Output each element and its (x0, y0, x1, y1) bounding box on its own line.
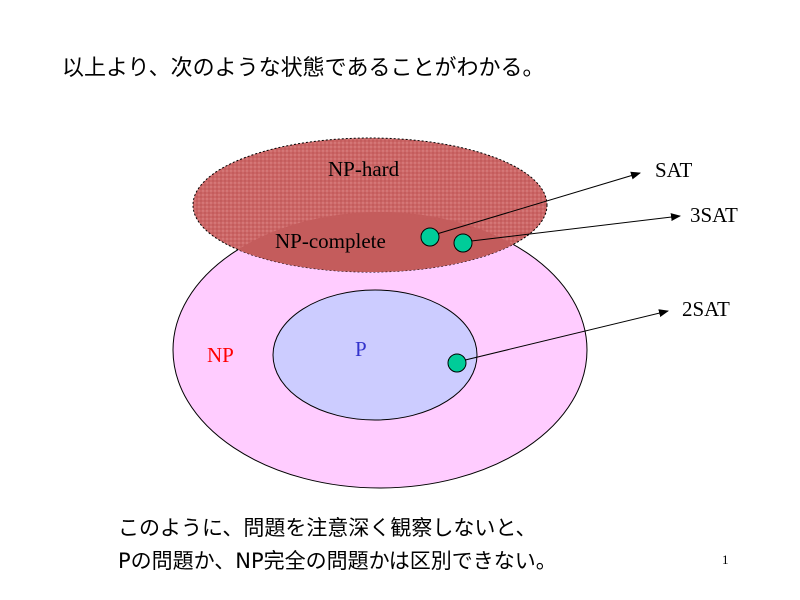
caption-line-2: Pの問題か、NP完全の問題かは区別できない。 (118, 549, 557, 573)
np-complete-label: NP-complete (275, 229, 386, 253)
slide-caption: このように、問題を注意深く観察しないと、 Pの問題か、NP完全の問題かは区別でき… (118, 512, 557, 578)
3sat-label: 3SAT (690, 203, 738, 227)
page-number: 1 (722, 552, 729, 567)
2sat-arrow (456, 309, 669, 363)
2sat-point (447, 353, 467, 373)
np-hard-label: NP-hard (328, 157, 400, 181)
3sat-point (453, 233, 473, 253)
np-label: NP (207, 343, 234, 367)
sat-label: SAT (655, 158, 693, 182)
slide-heading: 以上より、次のような状態であることがわかる。 (62, 56, 545, 81)
p-set (272, 289, 478, 421)
sat-point (420, 227, 440, 247)
p-label: P (355, 337, 367, 361)
2sat-label: 2SAT (682, 297, 730, 321)
3sat-arrow (462, 213, 681, 243)
sat-arrow (429, 171, 641, 237)
caption-line-1: このように、問題を注意深く観察しないと、 (118, 516, 537, 540)
